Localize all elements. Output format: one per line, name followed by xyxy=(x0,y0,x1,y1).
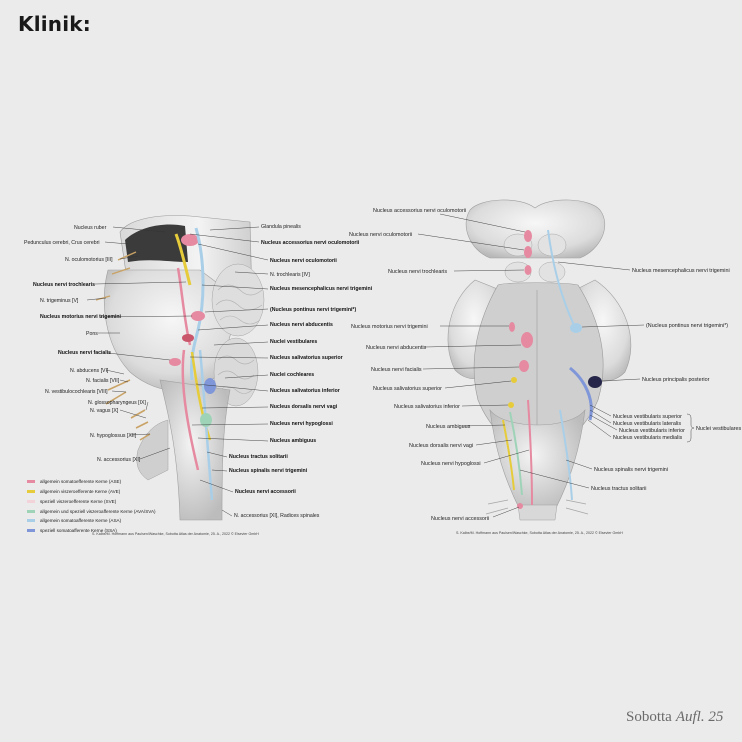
label-r-nucleus-motorius-nervi-trigemini: Nucleus motorius nervi trigemini xyxy=(351,324,428,330)
label-r-nucleus-vestibularis-medialis: Nucleus vestibularis medialis xyxy=(613,435,683,441)
legend-label-ssa: speziell somatoafferente Kerne (SSA) xyxy=(40,528,117,533)
legend-swatch-ave xyxy=(27,490,35,493)
legend-swatch-asa xyxy=(27,519,35,522)
label-r-nucleus-nervi-trochlearis: Nucleus nervi trochlearis xyxy=(388,269,447,275)
label-n-vestibulocochlearis: N. vestibulocochlearis [VIII] xyxy=(45,389,108,395)
page-title: Klinik: xyxy=(18,12,92,36)
label-r-nucleus-pontinus-nervi-trigemini: (Nucleus pontinus nervi trigemini*) xyxy=(646,323,728,329)
label-nucleus-mesencephalicus-nervi-trigemini: Nucleus mesencephalicus nervi trigemini xyxy=(270,286,373,292)
label-r-nucleus-nervi-facialis: Nucleus nervi facialis xyxy=(371,367,422,373)
label-nucleus-dorsalis-nervi-vagi: Nucleus dorsalis nervi vagi xyxy=(270,404,338,410)
label-r-nuclei-vestibulares-group: Nuclei vestibulares xyxy=(696,426,742,432)
label-r-nucleus-principalis-posterior: Nucleus principalis posterior xyxy=(642,377,710,383)
left-figure-labels-left: Nucleus ruber Pedunculus cerebri, Crus c… xyxy=(24,225,193,463)
label-nucleus-accessorius-nervi-oculomotorii: Nucleus accessorius nervi oculomotorii xyxy=(261,240,360,246)
label-nucleus-nervi-oculomotorii: Nucleus nervi oculomotorii xyxy=(270,258,337,264)
label-nucleus-salivatorius-superior: Nucleus salivatorius superior xyxy=(270,355,343,361)
label-nucleus-salivatorius-inferior: Nucleus salivatorius inferior xyxy=(270,388,340,394)
label-n-vagus: N. vagus [X] xyxy=(90,408,119,414)
label-r-nucleus-salivatorius-superior: Nucleus salivatorius superior xyxy=(373,386,442,392)
left-brainstem-drawing xyxy=(95,215,265,521)
label-n-glossopharyngeus: N. glossopharyngeus [IX] xyxy=(88,400,147,406)
legend-label-asa: allgemein somatoafferente Kerne (ASA) xyxy=(40,518,122,523)
label-r-nucleus-dorsalis-nervi-vagi: Nucleus dorsalis nervi vagi xyxy=(409,443,473,449)
label-n-accessorius: N. accessorius [XI] xyxy=(97,457,141,463)
label-r-nucleus-nervi-accessorii: Nucleus nervi accessorii xyxy=(431,516,489,522)
label-nucleus-ambiguus: Nucleus ambiguus xyxy=(270,438,316,444)
legend-label-ava-sva: allgemein und speziell viszeroafferente … xyxy=(40,509,156,514)
label-nucleus-nervi-facialis: Nucleus nervi facialis xyxy=(58,350,111,356)
label-nucleus-pontinus-nervi-trigemini: (Nucleus pontinus nervi trigemini*) xyxy=(270,307,356,313)
label-nucleus-nervi-accessorii: Nucleus nervi accessorii xyxy=(235,489,296,495)
label-nucleus-tractus-solitarii: Nucleus tractus solitarii xyxy=(229,454,288,460)
label-n-hypoglossus: N. hypoglossus [XII] xyxy=(90,433,137,439)
label-nuclei-cochleares: Nuclei cochleares xyxy=(270,372,314,378)
label-n-accessorius-radices-spinales: N. accessorius [XI], Radices spinales xyxy=(234,513,320,519)
label-n-oculomotorius: N. oculomotorius [III] xyxy=(65,257,113,263)
label-n-trochlearis: N. trochlearis [IV] xyxy=(270,272,310,278)
label-r-nucleus-nervi-hypoglossi: Nucleus nervi hypoglossi xyxy=(421,461,481,467)
left-figure-credit: S. Kalbe/M. Hoffmann aus Paulsen/Waschke… xyxy=(92,532,259,536)
label-nucleus-nervi-trochlearis: Nucleus nervi trochlearis xyxy=(33,282,95,288)
label-nucleus-ruber: Nucleus ruber xyxy=(74,225,107,231)
label-r-nucleus-vestibularis-lateralis: Nucleus vestibularis lateralis xyxy=(613,421,681,427)
label-r-nucleus-tractus-solitarii: Nucleus tractus solitarii xyxy=(591,486,646,492)
label-n-abducens: N. abducens [VI] xyxy=(70,368,109,374)
left-figure-labels-right: Glandula pinealis Nucleus accessorius ne… xyxy=(189,224,373,519)
legend-label-sve: speziell viszeroefferente Kerne (SVE) xyxy=(40,499,117,504)
label-r-nucleus-spinalis-nervi-trigemini: Nucleus spinalis nervi trigemini xyxy=(594,467,668,473)
legend-label-ave: allgemein viszeroefferente Kerne (AVE) xyxy=(40,489,121,494)
label-r-nucleus-ambiguus: Nucleus ambiguus xyxy=(426,424,471,430)
right-figure-labels-left: Nucleus accessorius nervi oculomotorii N… xyxy=(349,208,530,522)
label-pons: Pons xyxy=(86,331,98,337)
legend-swatch-ava-sva xyxy=(27,510,35,513)
label-nucleus-nervi-hypoglossi: Nucleus nervi hypoglossi xyxy=(270,421,333,427)
label-nucleus-nervi-abducentis: Nucleus nervi abducentis xyxy=(270,322,333,328)
legend: allgemein somatoefferente Kerne (ASE) al… xyxy=(27,479,156,533)
label-r-nucleus-salivatorius-inferior: Nucleus salivatorius inferior xyxy=(394,404,460,410)
label-pedunculus-cerebri: Pedunculus cerebri, Crus cerebri xyxy=(24,240,100,246)
label-nuclei-vestibulares: Nuclei vestibulares xyxy=(270,339,317,345)
label-r-nucleus-vestibularis-superior: Nucleus vestibularis superior xyxy=(613,414,682,420)
label-glandula-pinealis: Glandula pinealis xyxy=(261,224,301,230)
label-nucleus-motorius-nervi-trigemini: Nucleus motorius nervi trigemini xyxy=(40,314,122,320)
label-r-nucleus-vestibularis-inferior: Nucleus vestibularis inferior xyxy=(619,428,685,434)
label-n-trigeminus: N. trigeminus [V] xyxy=(40,298,79,304)
label-r-nucleus-nervi-oculomotorii: Nucleus nervi oculomotorii xyxy=(349,232,412,238)
brand-edition: Aufl. 25 xyxy=(675,709,724,725)
vestibular-brace xyxy=(686,413,695,443)
label-nucleus-spinalis-nervi-trigemini: Nucleus spinalis nervi trigemini xyxy=(229,468,308,474)
label-r-nucleus-nervi-abducentis: Nucleus nervi abducentis xyxy=(366,345,427,351)
brand-name: Sobotta xyxy=(626,709,672,725)
label-r-nucleus-accessorius-nervi-oculomotorii: Nucleus accessorius nervi oculomotorii xyxy=(373,208,466,214)
label-r-nucleus-mesencephalicus-nervi-trigemini: Nucleus mesencephalicus nervi trigemini xyxy=(632,268,730,274)
right-brainstem-drawing xyxy=(447,199,632,521)
label-n-facialis: N. facialis [VII] xyxy=(86,378,120,384)
right-figure-labels-right: Nucleus mesencephalicus nervi trigemini … xyxy=(519,261,742,492)
legend-label-ase: allgemein somatoefferente Kerne (ASE) xyxy=(40,479,122,484)
right-figure-credit: S. Kalbe/M. Hoffmann aus Paulsen/Waschke… xyxy=(456,531,623,535)
legend-swatch-sve xyxy=(27,500,35,503)
legend-swatch-ase xyxy=(27,480,35,483)
legend-swatch-ssa xyxy=(27,529,35,532)
